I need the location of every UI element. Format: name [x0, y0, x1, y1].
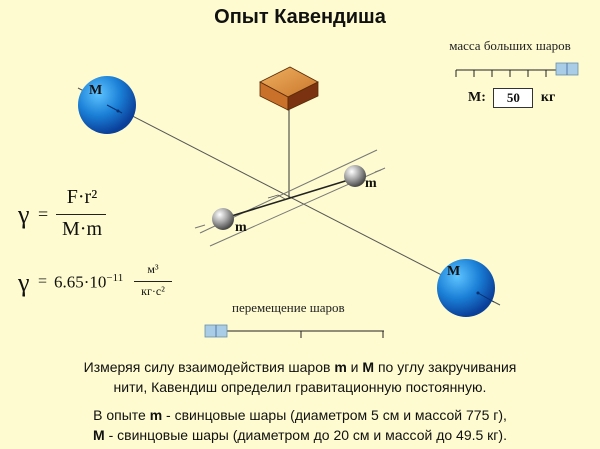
formula1-eq: = [38, 204, 49, 224]
formula1-denominator: M·m [62, 218, 102, 240]
desc2-text-a: В опыте [93, 407, 150, 423]
formula2-unit-num: м³ [147, 262, 159, 276]
large-ball-label-2: M [447, 264, 461, 279]
mass-slider[interactable] [455, 62, 579, 77]
formula2-lhs: γ [18, 268, 30, 297]
formula2-value: 6.65·10−11 [54, 272, 123, 293]
mass-value-row: M: 50 кг [468, 88, 555, 108]
move-slider-label: перемещение шаров [232, 300, 345, 315]
formula2-unit-den: кг·с² [141, 284, 165, 298]
desc2-text-c: - свинцовые шары (диаметром до 20 см и м… [104, 427, 507, 443]
formula1-fraction-bar [56, 214, 106, 215]
mass-input[interactable]: 50 [493, 88, 534, 108]
desc1-text-b: и [346, 359, 363, 375]
formula2-fraction-bar [134, 281, 172, 282]
mass-unit: кг [540, 90, 556, 106]
description-paragraph-1: Измеряя силу взаимодействия шаров m и M … [0, 357, 600, 397]
torsion-mount [259, 66, 319, 111]
small-ball-label-2: m [365, 176, 377, 191]
small-ball-2 [344, 165, 366, 187]
formula2-eq: = [38, 273, 48, 290]
desc1-text-a: Измеряя силу взаимодействия шаров [83, 359, 335, 375]
mass-slider-label: масса больших шаров [449, 38, 571, 53]
page-title: Опыт Кавендиша [214, 6, 386, 28]
formula1-numerator: F·r² [66, 186, 98, 208]
large-ball-2 [437, 259, 495, 317]
formula1-lhs: γ [18, 200, 30, 229]
small-ball-label-1: m [235, 220, 247, 235]
description-paragraph-2: В опыте m - свинцовые шары (диаметром 5 … [0, 405, 600, 445]
move-slider-thumb[interactable] [204, 324, 228, 338]
desc1-line2: нити, Кавендиш определил гравитационную … [113, 379, 487, 395]
desc1-M: M [362, 359, 375, 375]
desc2-M: M [93, 427, 105, 443]
formula2-mantissa: 6.65·10 [54, 272, 107, 292]
desc2-m: m [149, 407, 163, 423]
move-slider[interactable] [204, 324, 384, 338]
desc1-m: m [334, 359, 347, 375]
mass-slider-thumb[interactable] [555, 62, 579, 76]
mass-prefix: M: [468, 90, 486, 106]
desc1-text-c: по углу закручивания [374, 359, 517, 375]
small-ball-1 [212, 208, 234, 230]
large-ball-label-1: M [89, 83, 103, 98]
formula2-exponent: −11 [106, 272, 124, 284]
desc2-text-b: - свинцовые шары (диаметром 5 см и массо… [162, 407, 507, 423]
